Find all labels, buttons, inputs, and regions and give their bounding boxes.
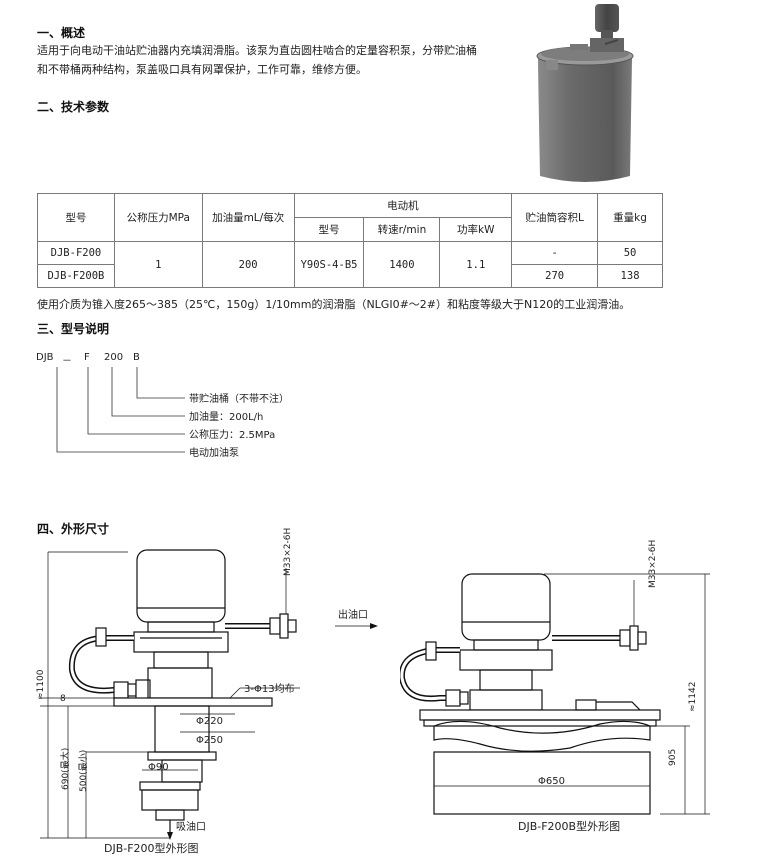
th-pressure: 公称压力MPa bbox=[113, 193, 203, 242]
h690-label: 690(最大) bbox=[61, 747, 71, 790]
h500-label: 500(最小) bbox=[79, 749, 89, 792]
cell-volume: 270 bbox=[511, 264, 599, 288]
inlet-label: 吸油口 bbox=[176, 822, 206, 833]
d90-label: Φ90 bbox=[148, 762, 169, 773]
code-part-dash: － bbox=[62, 356, 72, 367]
table-row: DJB-F200B 270 138 bbox=[37, 264, 663, 288]
code-legend-pressure: 公称压力：2.5MPa bbox=[189, 430, 276, 441]
cell-speed: 1400 bbox=[363, 241, 441, 288]
code-part-b: B bbox=[133, 352, 140, 363]
code-legend-flow: 加油量：200L/h bbox=[189, 412, 264, 423]
h8-label: 8 bbox=[60, 694, 66, 704]
left-thread-label: M33×2-6H bbox=[283, 527, 293, 576]
code-legend-type: 电动加油泵 bbox=[189, 448, 239, 459]
right-thread-label: M33×2-6H bbox=[648, 539, 658, 588]
cell-motor-model: Y90S-4-B5 bbox=[293, 241, 365, 288]
spec-table: 型号 公称压力MPa 加油量mL/每次 电动机 贮油筒容积L 重量kg 型号 转… bbox=[37, 193, 663, 288]
th-motor: 电动机 bbox=[293, 193, 513, 218]
d220-label: Φ220 bbox=[196, 716, 223, 727]
th-volume: 贮油筒容积L bbox=[511, 193, 599, 242]
code-legend-b: 带贮油桶（不带不注） bbox=[189, 394, 289, 405]
code-part-f: F bbox=[84, 352, 90, 363]
cell-model: DJB-F200B bbox=[37, 264, 115, 288]
section4-heading: 四、外形尺寸 bbox=[37, 522, 110, 536]
th-flow: 加油量mL/每次 bbox=[201, 193, 295, 242]
h1100-label: ≈1100 bbox=[36, 669, 46, 700]
left-caption: DJB-F200型外形图 bbox=[104, 842, 199, 855]
code-part-200: 200 bbox=[104, 352, 124, 363]
cell-pressure: 1 bbox=[113, 241, 203, 288]
cell-power: 1.1 bbox=[439, 241, 513, 288]
section2-heading: 二、技术参数 bbox=[37, 100, 110, 114]
holes-label: 3-Φ13均布 bbox=[244, 684, 295, 695]
th-power: 功率kW bbox=[439, 217, 513, 242]
th-motor-model: 型号 bbox=[293, 217, 365, 242]
d250-label: Φ250 bbox=[196, 735, 223, 746]
medium-note: 使用介质为锥入度265～385（25℃，150g）1/10mm的润滑脂（NLGI… bbox=[37, 298, 631, 311]
outlet-label: 出油口 bbox=[338, 610, 368, 621]
product-photo bbox=[536, 4, 634, 182]
section1-heading: 一、概述 bbox=[37, 26, 86, 40]
d650-label: Φ650 bbox=[538, 776, 565, 787]
cell-model: DJB-F200 bbox=[37, 241, 115, 265]
th-weight: 重量kg bbox=[597, 193, 663, 242]
table-row: DJB-F200 1 200 Y90S-4-B5 1400 1.1 - 50 bbox=[37, 241, 663, 288]
th-model: 型号 bbox=[37, 193, 115, 242]
drawing-djb-f200b bbox=[400, 573, 710, 815]
overview-line1: 适用于向电动干油站贮油器内充填润滑脂。该泵为直齿圆柱啮合的定量容积泵，分带贮油桶 bbox=[37, 44, 477, 57]
cell-volume: - bbox=[511, 241, 599, 265]
section3-heading: 三、型号说明 bbox=[37, 322, 110, 336]
right-caption: DJB-F200B型外形图 bbox=[518, 820, 621, 833]
cell-weight: 138 bbox=[597, 264, 663, 288]
overview-text: 适用于向电动干油站贮油器内充填润滑脂。该泵为直齿圆柱啮合的定量容积泵，分带贮油桶… bbox=[37, 41, 537, 79]
h905-label: 905 bbox=[668, 748, 678, 766]
overview-line2: 和不带桶两种结构，泵盖吸口具有网罩保护，工作可靠，维修方便。 bbox=[37, 63, 367, 76]
code-leader-lines bbox=[56, 367, 185, 453]
code-part-djb: DJB bbox=[36, 352, 54, 363]
drawing-djb-f200 bbox=[40, 549, 378, 840]
h1142-label: ≈1142 bbox=[688, 681, 698, 712]
